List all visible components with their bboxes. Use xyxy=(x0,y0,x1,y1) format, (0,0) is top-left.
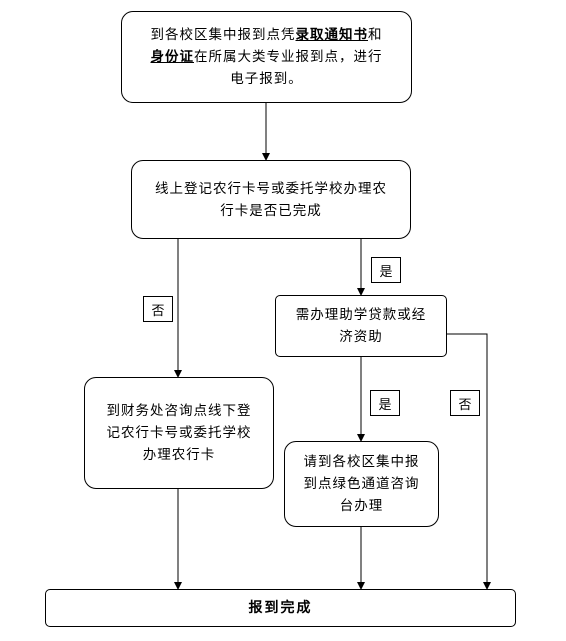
label-no-aid: 否 xyxy=(450,390,480,416)
check-card-node: 线上登记农行卡号或委托学校办理农行卡是否已完成 xyxy=(131,160,411,239)
label-yes-card: 是 xyxy=(371,257,401,283)
need-aid-node: 需办理助学贷款或经济资助 xyxy=(275,295,447,357)
label-yes-aid: 是 xyxy=(370,390,400,416)
arrow-aid-no-to-done xyxy=(447,333,491,590)
finance-office-node: 到财务处咨询点线下登记农行卡号或委托学校办理农行卡 xyxy=(84,377,274,489)
done-node: 报到完成 xyxy=(45,589,516,627)
green-channel-node: 请到各校区集中报到点绿色通道咨询台办理 xyxy=(284,441,439,527)
label-no-card: 否 xyxy=(143,296,173,322)
start-node: 到各校区集中报到点凭录取通知书和身份证在所属大类专业报到点，进行电子报到。 xyxy=(121,11,412,103)
